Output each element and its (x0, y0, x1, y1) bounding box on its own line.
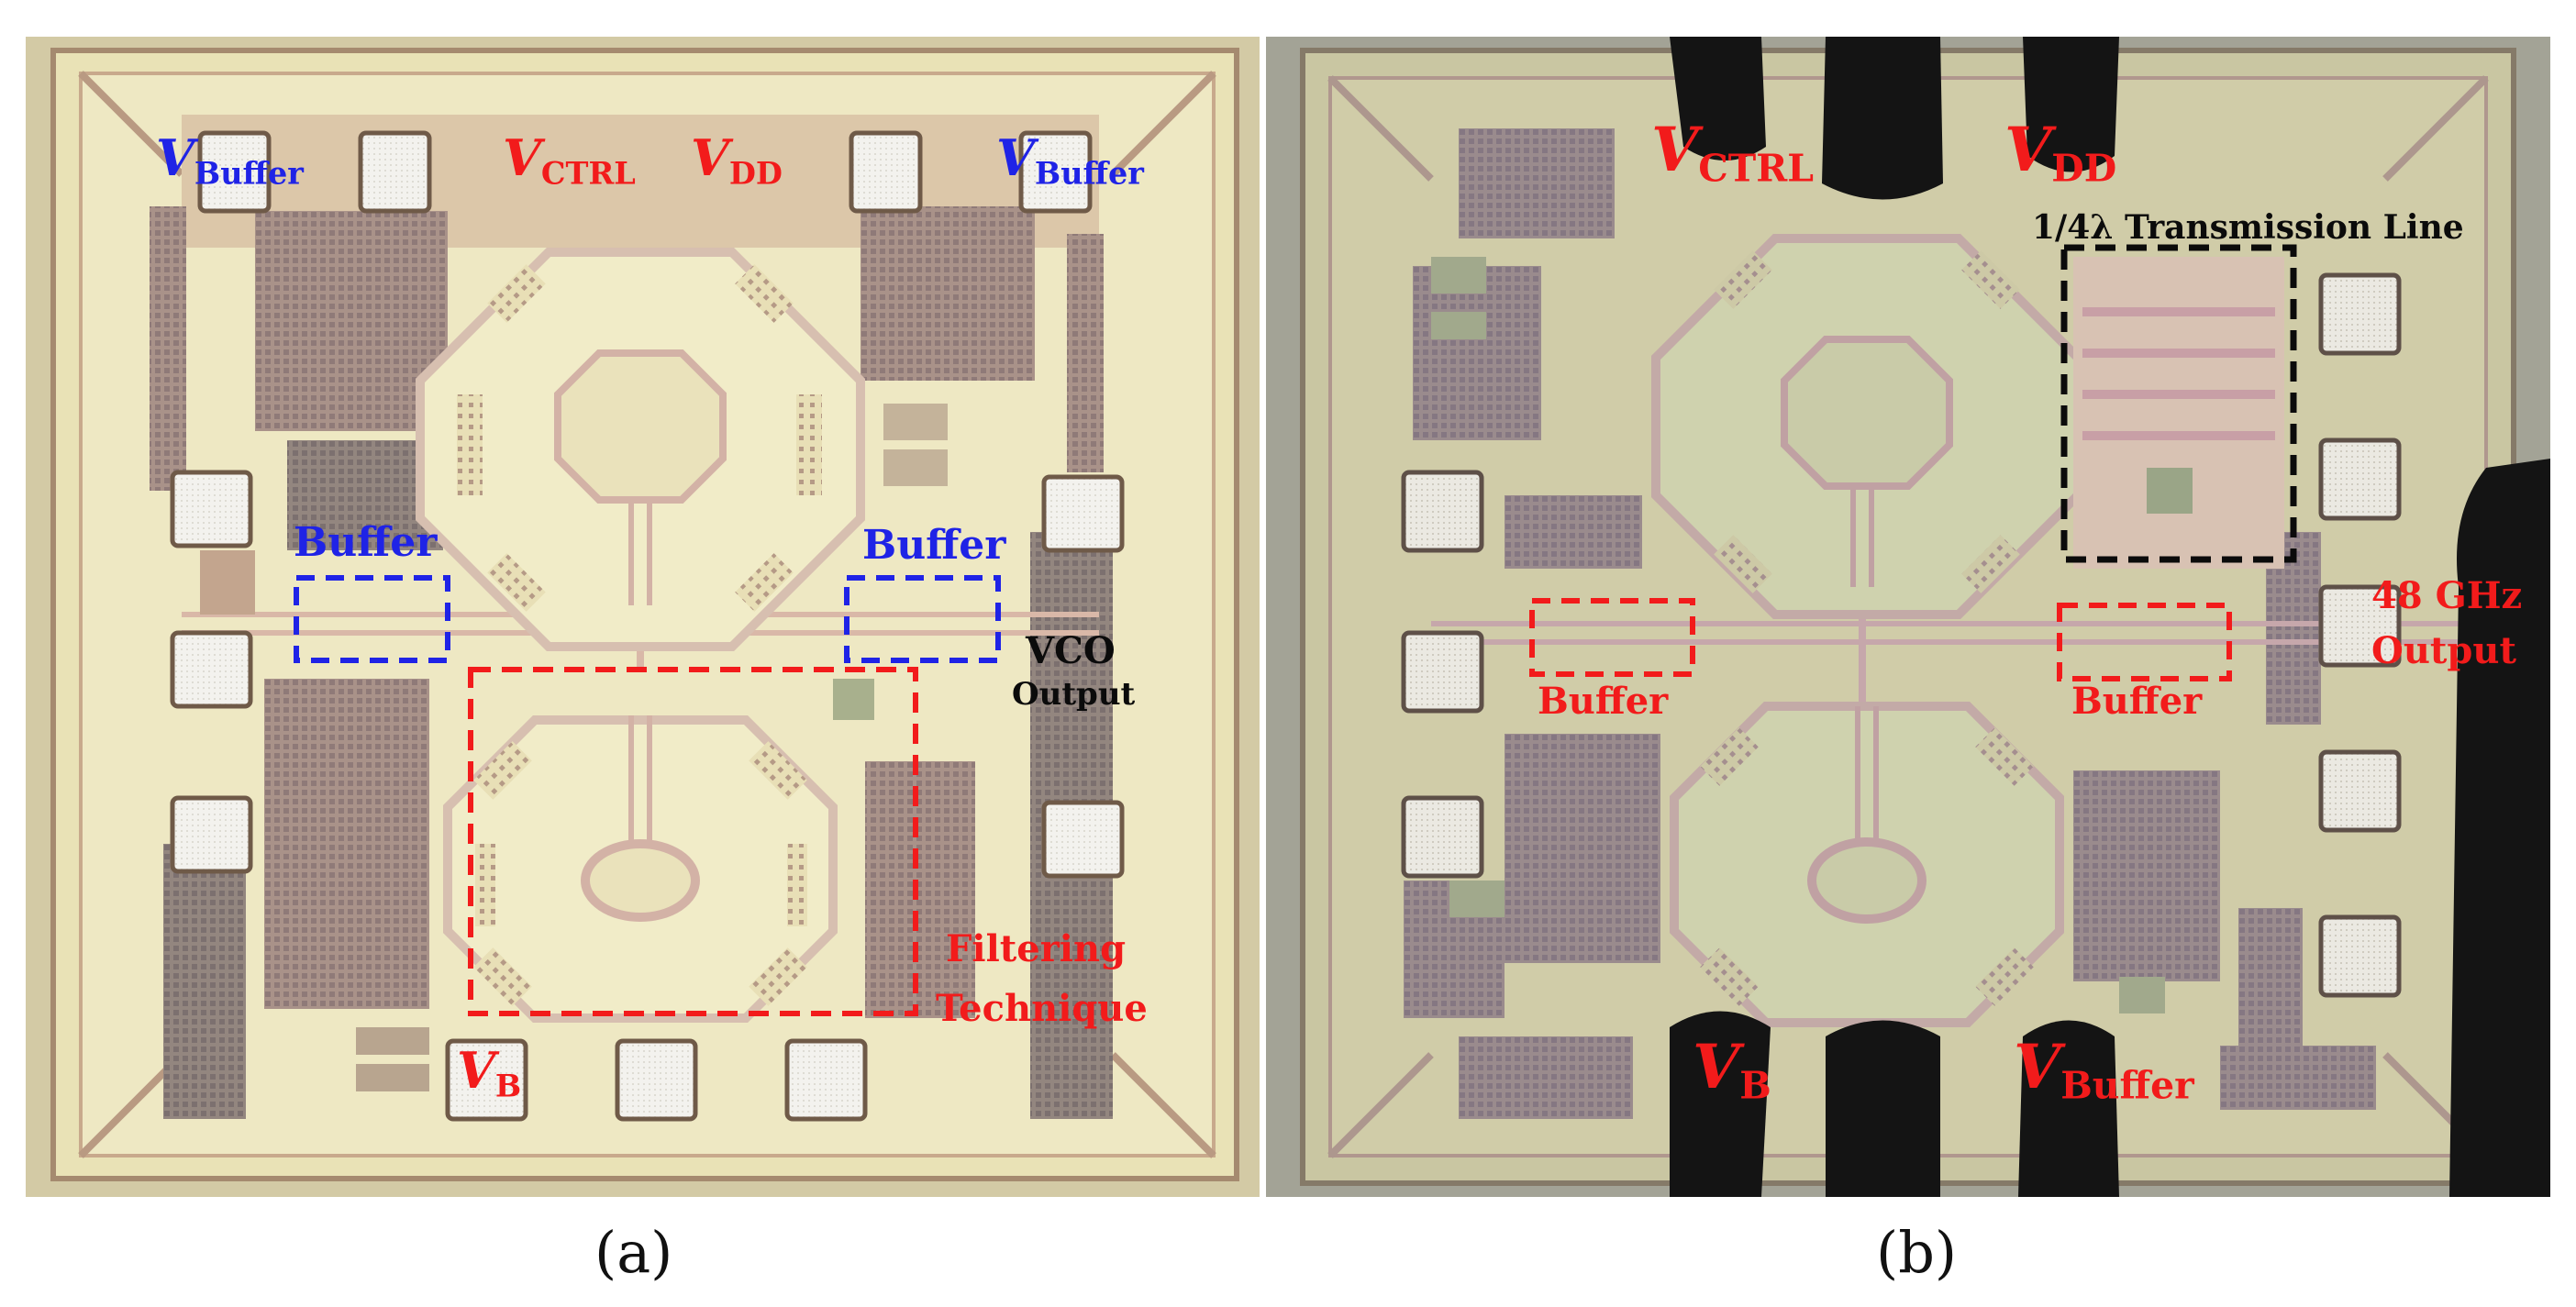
label-vctrl-b: VCTRL (1651, 114, 1814, 191)
chip-photo-b: VCTRL VDD 1/4λ Transmission Line 48 GHz … (1266, 37, 2550, 1197)
buffer-box-right-b (2057, 603, 2232, 681)
filter-box-a (468, 667, 918, 1016)
label-output-b: Output (2371, 629, 2516, 672)
label-output-a: Output (1012, 676, 1136, 713)
label-filtering-a: Filtering (946, 927, 1127, 970)
transmission-line-box-b (2060, 244, 2297, 563)
label-vbuffer-right-a: VBuffer (996, 128, 1144, 192)
chip-photo-a: VBuffer VCTRL VDD VBuffer Buffer Buffer … (26, 37, 1260, 1197)
label-vb-a: VB (457, 1041, 522, 1104)
label-buffer-left-b: Buffer (1538, 680, 1669, 723)
label-buffer-right-b: Buffer (2071, 680, 2203, 723)
label-transmission-line-b: 1/4λ Transmission Line (2032, 208, 2464, 247)
buffer-box-left-a (294, 575, 450, 663)
probe-shadows (1670, 37, 2550, 1197)
caption-b: (b) (1876, 1219, 1958, 1286)
label-vco-a: VCO (1026, 629, 1116, 672)
label-buffer-left-a: Buffer (294, 519, 438, 566)
label-vb-b: VB (1693, 1031, 1771, 1108)
label-48ghz-b: 48 GHz (2371, 574, 2523, 617)
label-vdd-a: VDD (691, 128, 783, 192)
caption-a: (a) (594, 1219, 673, 1286)
label-technique-a: Technique (936, 987, 1148, 1030)
label-vdd-b: VDD (2004, 114, 2117, 191)
label-vbuffer-left-a: VBuffer (156, 128, 304, 192)
chip-layout-b (1266, 37, 2550, 1197)
label-vbuffer-b: VBuffer (2014, 1031, 2194, 1108)
buffer-box-right-a (844, 575, 1001, 663)
label-vctrl-a: VCTRL (503, 128, 636, 192)
chip-layout-a (26, 37, 1260, 1197)
label-buffer-right-a: Buffer (862, 522, 1006, 569)
